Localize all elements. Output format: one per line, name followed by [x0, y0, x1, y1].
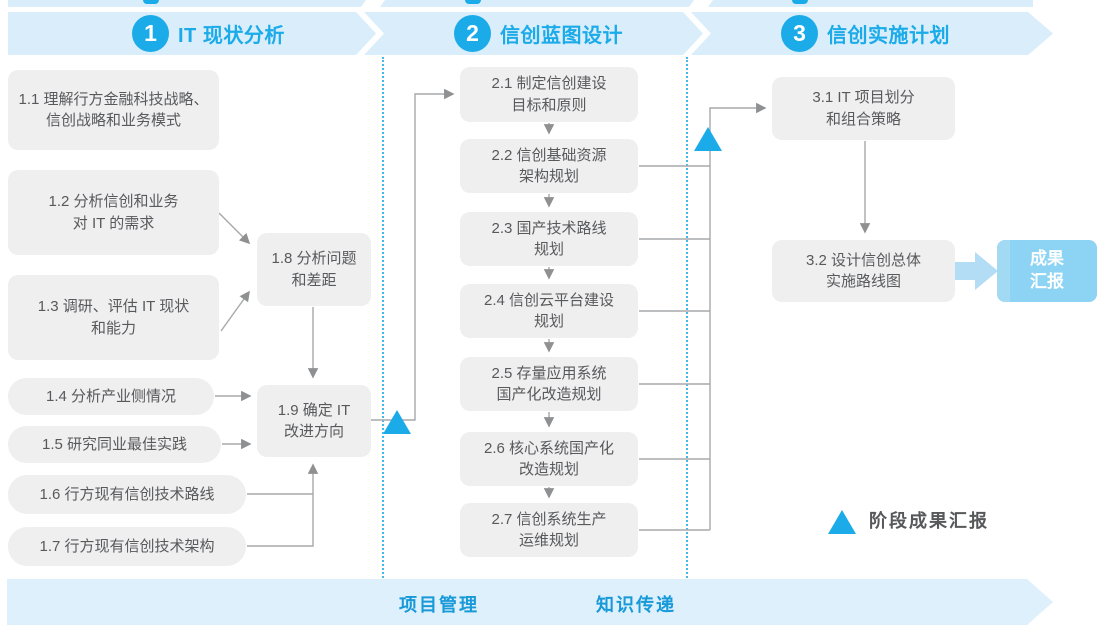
phase-3-title: 信创实施计划: [827, 25, 950, 47]
box-line: 2.5 存量应用系统: [491, 364, 607, 382]
box-line: 1.8 分析问题: [271, 250, 357, 268]
box-line: 架构规划: [518, 168, 579, 185]
top-remnant-circle: [465, 0, 481, 4]
box-2-6: 2.6 核心系统国产化 改造规划: [460, 432, 638, 486]
box-2-4: 2.4 信创云平台建设 规划: [460, 284, 638, 338]
report-big-arrow: [955, 252, 998, 290]
box-2-2: 2.2 信创基础资源 架构规划: [460, 139, 638, 193]
knowledge-transfer-label: 知识传递: [596, 595, 676, 615]
box-line: 2.6 核心系统国产化: [483, 439, 615, 457]
box-2-7: 2.7 信创系统生产 运维规划: [460, 503, 638, 557]
phase-3-number-badge: 3: [781, 15, 818, 52]
project-management-label: 项目管理: [399, 595, 479, 615]
box-1-4: 1.4 分析产业侧情况: [8, 378, 214, 415]
top-remnant-strip: [8, 0, 366, 7]
box-line: 1.6 行方现有信创技术路线: [39, 485, 215, 503]
bottom-band-arrow: [7, 579, 1053, 625]
milestone-triangle-icon: [828, 510, 856, 534]
box-line: 规划: [533, 313, 564, 330]
box-1-6: 1.6 行方现有信创技术路线: [8, 475, 246, 514]
phase-2-title: 信创蓝图设计: [500, 25, 623, 47]
report-line: 汇报: [1030, 272, 1064, 291]
box-2-5: 2.5 存量应用系统 国产化改造规划: [460, 357, 638, 411]
box-line: 改造规划: [518, 461, 579, 478]
box-line: 2.1 制定信创建设: [491, 75, 607, 93]
box-line: 2.2 信创基础资源: [491, 146, 607, 164]
box-line: 目标和原则: [511, 96, 587, 114]
box-1-3: 1.3 调研、评估 IT 现状 和能力: [8, 275, 219, 360]
report-box: 成果 汇报: [997, 240, 1097, 302]
phase-3-header: 3 信创实施计划: [781, 15, 950, 52]
phase-1-band: [8, 12, 376, 55]
box-line: 1.4 分析产业侧情况: [45, 387, 177, 405]
phase-3-band: [691, 12, 1053, 55]
top-remnant-strip: [708, 0, 1033, 7]
phase-2-number-badge: 2: [454, 15, 491, 52]
phase-separator-dotted-line-1: [382, 57, 384, 578]
box-line: 和能力: [90, 319, 136, 337]
box-1-2: 1.2 分析信创和业务 对 IT 的需求: [8, 170, 219, 255]
top-remnant-strip: [380, 0, 694, 7]
phase-1-header: 1 IT 现状分析: [132, 15, 285, 52]
box-line: 信创战略和业务模式: [45, 112, 181, 129]
legend: 阶段成果汇报: [828, 507, 989, 534]
box-line: 3.2 设计信创总体: [805, 251, 922, 269]
box-line: 对 IT 的需求: [72, 214, 155, 232]
box-line: 实施路线图: [825, 273, 901, 290]
box-line: 国产化改造规划: [496, 386, 602, 403]
box-line: 规划: [533, 241, 564, 258]
box-1-1: 1.1 理解行方金融科技战略、 信创战略和业务模式: [8, 70, 219, 150]
top-remnant-circle: [792, 0, 808, 4]
milestone-triangle-phase1: [383, 410, 411, 434]
box-3-2: 3.2 设计信创总体 实施路线图: [772, 240, 955, 302]
box-2-1: 2.1 制定信创建设 目标和原则: [460, 67, 638, 122]
box-line: 3.1 IT 项目划分: [812, 89, 915, 107]
box-line: 2.4 信创云平台建设: [483, 291, 615, 309]
box-line: 1.3 调研、评估 IT 现状: [37, 298, 190, 316]
box-1-8: 1.8 分析问题 和差距: [257, 233, 371, 306]
box-3-1: 3.1 IT 项目划分 和组合策略: [772, 77, 955, 140]
box-2-3: 2.3 国产技术路线 规划: [460, 212, 638, 266]
box-1-5: 1.5 研究同业最佳实践: [8, 426, 221, 463]
box-line: 运维规划: [518, 532, 579, 549]
top-remnant-circle: [143, 0, 159, 4]
phase-2-header: 2 信创蓝图设计: [454, 15, 623, 52]
box-1-9: 1.9 确定 IT 改进方向: [257, 385, 371, 457]
box-line: 2.7 信创系统生产: [491, 510, 607, 528]
box-line: 改进方向: [283, 423, 344, 440]
box-line: 1.1 理解行方金融科技战略、: [18, 90, 209, 108]
box-1-7: 1.7 行方现有信创技术架构: [8, 527, 246, 566]
phase-1-number-badge: 1: [132, 15, 169, 52]
box-line: 1.7 行方现有信创技术架构: [39, 537, 215, 555]
box-line: 2.3 国产技术路线: [491, 219, 607, 237]
box-line: 和差距: [291, 271, 337, 289]
box-line: 1.5 研究同业最佳实践: [41, 435, 188, 453]
box-line: 和组合策略: [825, 110, 901, 128]
report-line: 成果: [1030, 249, 1064, 269]
milestone-triangle-phase2: [694, 127, 722, 151]
phase-separator-dotted-line-2: [686, 57, 688, 578]
phase-1-title: IT 现状分析: [178, 25, 285, 47]
phase-2-band: [364, 12, 703, 55]
legend-label: 阶段成果汇报: [869, 511, 989, 531]
box-line: 1.9 确定 IT: [277, 401, 351, 419]
box-line: 1.2 分析信创和业务: [48, 193, 179, 211]
